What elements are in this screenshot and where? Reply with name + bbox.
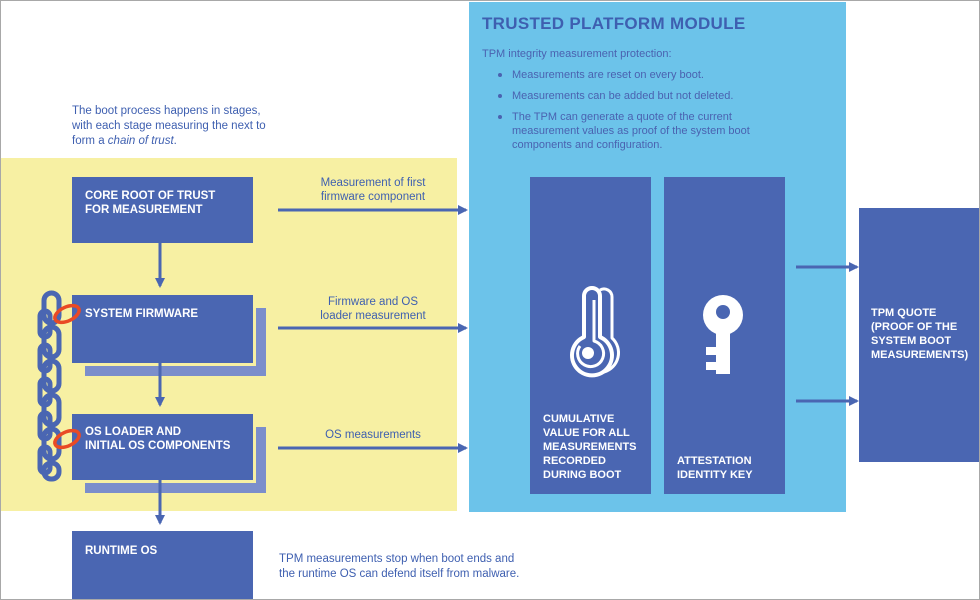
bullet-icon [498,73,502,77]
stage-line-1: SYSTEM FIRMWARE [85,308,199,320]
thermometer-icon [570,286,620,378]
runtime-note-line-1: TPM measurements stop when boot ends and [279,553,515,565]
measurement-label-first-firmware: Measurement of first firmware component [286,176,460,204]
tpm-bullet: Measurements are reset on every boot. [496,68,836,82]
boot-note-line-2: with each stage measuring the next to [72,120,266,132]
stage-os-loader: OS LOADER AND INITIAL OS COMPONENTS [72,414,253,480]
quote-line: SYSTEM BOOT [871,335,952,347]
stage-shadow-vertical [256,427,266,493]
stage-line-1: CORE ROOT OF TRUST [85,190,216,202]
measurement-label-line-2: firmware component [320,191,426,203]
bullet-icon [498,115,502,119]
stage-shadow-vertical [256,308,266,376]
cumulative-value-card: CUMULATIVE VALUE FOR ALL MEASUREMENTS RE… [530,177,651,494]
key-hole-icon [716,305,730,319]
tpm-intro: TPM integrity measurement protection: [482,48,672,60]
stage-line-1: OS LOADER AND [85,426,182,438]
stage-shadow-horizontal [85,366,266,376]
boot-note-line-3-prefix: form a [72,135,108,147]
boot-note-line-3-suffix: . [173,135,177,147]
stage-line-2: INITIAL OS COMPONENTS [85,440,231,452]
card-line: IDENTITY KEY [677,469,753,481]
tpm-title: TRUSTED PLATFORM MODULE [482,14,746,33]
card-line: VALUE FOR ALL [543,427,630,439]
quote-line: (PROOF OF THE [871,321,958,333]
tpm-bullet-line: components and configuration. [512,139,663,151]
card-line: ATTESTATION [677,455,752,467]
card-line: DURING BOOT [543,469,622,481]
boot-process-note: The boot process happens in stages, with… [72,104,302,149]
stage-shadow-horizontal [85,483,266,493]
tpm-bullet-line: measurement values as proof of the syste… [512,125,750,137]
stage-runtime-os: RUNTIME OS [72,531,253,600]
boot-note-line-1: The boot process happens in stages, [72,105,261,117]
measurement-label-line-1: OS measurements [325,429,421,441]
thermometer-bulb-icon [582,347,594,359]
stage-system-firmware: SYSTEM FIRMWARE [72,295,253,363]
tpm-bullet: Measurements can be added but not delete… [496,89,836,103]
quote-line: MEASUREMENTS) [871,349,969,361]
card-line: MEASUREMENTS [543,441,637,453]
measurement-label-line-2: loader measurement [320,310,426,322]
measurement-label-os: OS measurements [286,428,460,442]
chain-link-icon [53,303,81,325]
measurement-label-line-1: Measurement of first [320,177,426,189]
card-line: RECORDED [543,455,606,467]
stage-line-1: RUNTIME OS [85,545,158,557]
boot-note-line-3: form a chain of trust. [72,134,302,149]
measurement-label-firmware-os-loader: Firmware and OS loader measurement [286,295,460,323]
tpm-bullet-line: The TPM can generate a quote of the curr… [512,111,732,123]
bullet-icon [498,94,502,98]
chain-of-trust-text: chain of trust [107,135,174,147]
card-line: CUMULATIVE [543,413,615,425]
tpm-quote-box: TPM QUOTE (PROOF OF THE SYSTEM BOOT MEAS… [859,208,980,462]
chain-of-trust-icon [37,290,62,482]
quote-line: TPM QUOTE [871,307,937,319]
runtime-note-line-2: the runtime OS can defend itself from ma… [279,568,520,580]
tpm-bullet-line: Measurements are reset on every boot. [512,69,704,81]
tpm-bullet-line: Measurements can be added but not delete… [512,90,734,102]
measurement-label-line-1: Firmware and OS [327,296,419,308]
chain-link-icon [53,428,81,450]
tpm-bullet: The TPM can generate a quote of the curr… [496,110,836,152]
runtime-note: TPM measurements stop when boot ends and… [279,552,599,582]
stage-core-root-of-trust: CORE ROOT OF TRUST FOR MEASUREMENT [72,177,253,243]
stage-line-2: FOR MEASUREMENT [85,204,203,216]
tpm-bullet-list: Measurements are reset on every boot. Me… [496,68,836,159]
